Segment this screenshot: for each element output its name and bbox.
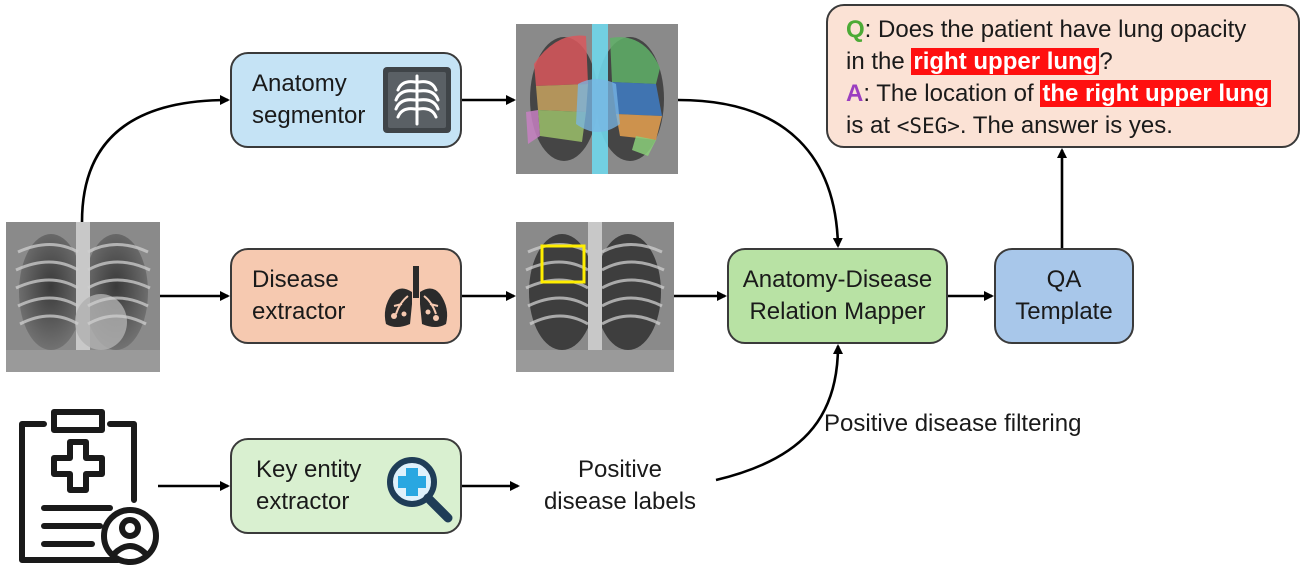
relation-mapper-label: Anatomy-Disease Relation Mapper xyxy=(742,266,933,325)
qa-template-label: QA Template xyxy=(1015,266,1113,325)
xray-with-disease-bbox-image xyxy=(516,222,674,372)
question-line-2: in the right upper lung? xyxy=(846,48,1113,75)
answer-line-1: A: The location of the right upper lung xyxy=(846,80,1271,107)
disease-bounding-box xyxy=(540,244,586,284)
magnifier-plus-icon xyxy=(384,454,454,529)
lungs-icon xyxy=(380,264,452,337)
answer-line-2: is at <SEG>. The answer is yes. xyxy=(846,112,1173,139)
question-line-1: Q: Does the patient have lung opacity xyxy=(846,16,1247,43)
answer-highlight: the right upper lung xyxy=(1040,80,1271,107)
key-entity-extractor-label: Key entity extractor xyxy=(256,456,362,515)
anatomy-segmentor-label: Anatomy segmentor xyxy=(252,70,366,129)
arrow-labels-to-mapper xyxy=(715,344,843,482)
seg-token: <SEG> xyxy=(896,114,960,138)
qa-template-box: QA Template xyxy=(994,248,1134,344)
clinical-report-icon xyxy=(14,404,160,573)
question-tag: Q xyxy=(846,16,865,43)
disease-extractor-box: Disease extractor xyxy=(230,248,462,344)
input-chest-xray-image xyxy=(6,222,160,372)
arrow-seg-image-to-mapper xyxy=(677,98,843,248)
question-highlight: right upper lung xyxy=(911,48,1100,75)
ribcage-xray-icon xyxy=(382,66,452,139)
segmented-xray-image xyxy=(516,24,678,174)
key-entity-extractor-box: Key entity extractor xyxy=(230,438,462,534)
positive-disease-filtering-text: Positive disease filtering xyxy=(824,410,1082,437)
relation-mapper-box: Anatomy-Disease Relation Mapper xyxy=(727,248,948,344)
answer-tag: A xyxy=(846,80,864,107)
disease-extractor-label: Disease extractor xyxy=(252,266,346,325)
anatomy-segmentor-box: Anatomy segmentor xyxy=(230,52,462,148)
positive-disease-labels-text: Positive disease labels xyxy=(543,456,697,515)
arrow-xray-to-segmentor xyxy=(80,95,230,223)
qa-example-bubble: Q: Does the patient have lung opacity in… xyxy=(826,4,1300,148)
